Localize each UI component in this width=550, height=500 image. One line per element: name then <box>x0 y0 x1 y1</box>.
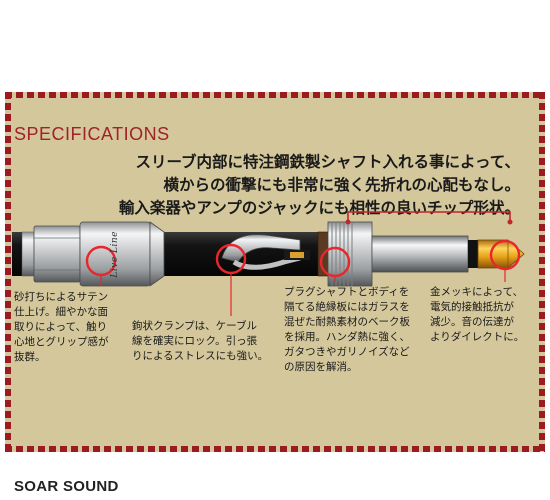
callout-line: 金メッキによって、 <box>430 286 524 298</box>
callout-line: 線を確実にロック。引っ張 <box>132 335 258 347</box>
callout-text-tip: 金メッキによって、 電気的接触抵抗が 減少。音の伝達が よりダイレクトに。 <box>430 285 538 345</box>
panel-border-bottom <box>5 446 545 452</box>
panel-border-right <box>539 92 545 452</box>
callout-line: の原因を解消。 <box>284 361 358 373</box>
callout-line: 抜群。 <box>14 351 46 363</box>
panel-border-left <box>5 92 11 452</box>
callout-line: よりダイレクトに。 <box>430 331 525 343</box>
brand-print-area: Live Line <box>86 222 144 286</box>
panel-border-top <box>5 92 545 98</box>
sleeve-body <box>33 225 81 283</box>
callout-line: りによるストレスにも強い。 <box>132 350 269 362</box>
callout-line: 隔てる絶縁板にはガラスを <box>284 301 410 313</box>
plug-shaft <box>371 235 469 273</box>
callout-line: 電気的接触抵抗が <box>430 301 514 313</box>
footer-brand: SOAR SOUND <box>14 478 119 495</box>
callout-line: ガタつきやガリノイズなど <box>284 346 410 358</box>
tip-insulator <box>468 240 478 268</box>
callout-line: 混ぜた耐熱素材のベーク板 <box>284 316 410 328</box>
callout-line: プラグシャフトとボディを <box>284 286 410 298</box>
headline-bracket <box>347 211 511 222</box>
callout-line: 仕上げ。細やかな面 <box>14 306 108 318</box>
callout-line: を採用。ハンダ熱に強く、 <box>284 331 410 343</box>
callout-line: 鉤状クランプは、ケーブル <box>132 320 258 332</box>
callout-line: 減少。音の伝達が <box>430 316 514 328</box>
headline-1: スリーブ内部に特注鋼鉄製シャフト入れる事によって、 <box>135 153 520 171</box>
spec-title: SPECIFICATIONS <box>14 124 170 144</box>
callout-text-insulator: プラグシャフトとボディを 隔てる絶縁板にはガラスを 混ぜた耐熱素材のベーク板 を… <box>284 285 418 375</box>
callout-line: 砂打ちによるサテン <box>14 291 109 303</box>
headline-2: 横からの衝撃にも非常に強く先折れの心配もなし。 <box>163 176 520 194</box>
callout-line: 取りによって、触り <box>14 321 108 333</box>
strain-relief <box>21 231 35 277</box>
brand-print: Live Line <box>110 230 120 278</box>
callout-line: 心地とグリップ感が <box>14 336 109 348</box>
callout-text-sleeve: 砂打ちによるサテン 仕上げ。細やかな面 取りによって、触り 心地とグリップ感が … <box>14 290 126 365</box>
callout-text-clamp: 鉤状クランプは、ケーブル 線を確実にロック。引っ張 りによるストレスにも強い。 <box>132 319 277 364</box>
